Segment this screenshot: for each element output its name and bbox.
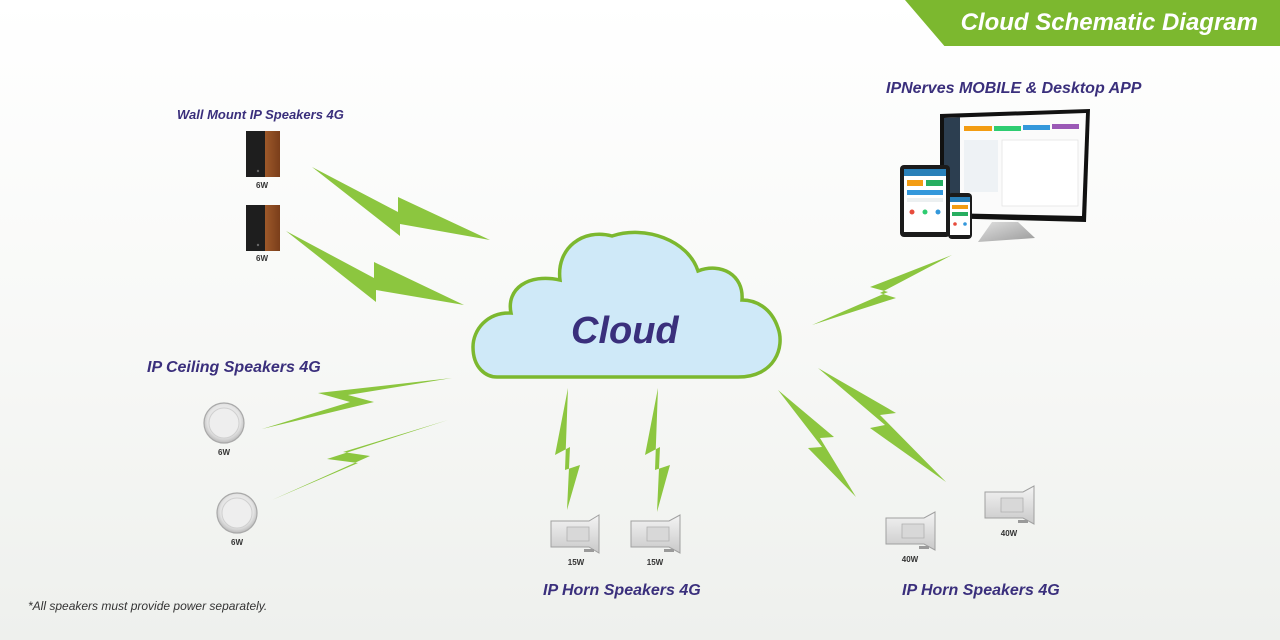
bolt-ceiling-bottom <box>272 420 448 500</box>
wall-speakers-label: Wall Mount IP Speakers 4G <box>177 107 344 122</box>
horn-speaker-1-watt: 15W <box>567 558 585 567</box>
desktop-monitor <box>940 109 1090 242</box>
bolt-wall-bottom <box>286 231 464 305</box>
wall-speaker-2-watt: 6W <box>256 254 268 263</box>
horn-speaker-1 <box>550 514 600 554</box>
ceiling-speaker-2 <box>216 492 258 534</box>
bolt-horn-2 <box>645 388 670 512</box>
horn-speaker-3-watt: 40W <box>901 555 919 564</box>
app-label: IPNerves MOBILE & Desktop APP <box>886 80 1142 97</box>
bolt-horn-4 <box>818 368 946 482</box>
wall-speaker-2 <box>246 205 280 251</box>
signal-bolts <box>262 167 952 512</box>
horn-speakers-right-label: IP Horn Speakers 4G <box>902 582 1060 599</box>
bolt-app <box>812 255 952 325</box>
wall-speaker-1-watt: 6W <box>256 181 268 190</box>
phone-device <box>948 193 972 239</box>
app-devices <box>900 109 1090 242</box>
header-banner <box>905 0 1280 46</box>
bolt-horn-3 <box>778 390 856 497</box>
bolt-wall-top <box>312 167 490 240</box>
horn-speakers-left-label: IP Horn Speakers 4G <box>543 582 701 599</box>
ceiling-speaker-2-watt: 6W <box>231 538 243 547</box>
horn-speaker-2 <box>630 514 681 554</box>
diagram-title: Cloud Schematic Diagram <box>960 9 1258 36</box>
horn-speaker-4-watt: 40W <box>1000 529 1018 538</box>
cloud-label: Cloud <box>571 310 679 352</box>
wall-speaker-1 <box>246 131 280 177</box>
bolt-ceiling-top <box>262 378 452 429</box>
tablet-device <box>900 165 950 237</box>
power-footnote: *All speakers must provide power separat… <box>28 599 268 613</box>
ceiling-speaker-1-watt: 6W <box>218 448 230 457</box>
cloud-shape <box>471 230 782 379</box>
horn-speaker-2-watt: 15W <box>646 558 664 567</box>
ceiling-speaker-1 <box>203 402 245 444</box>
ceiling-speakers-label: IP Ceiling Speakers 4G <box>147 359 321 376</box>
horn-speaker-4 <box>984 485 1035 525</box>
horn-speaker-3 <box>885 511 936 551</box>
bolt-horn-1 <box>555 388 580 510</box>
